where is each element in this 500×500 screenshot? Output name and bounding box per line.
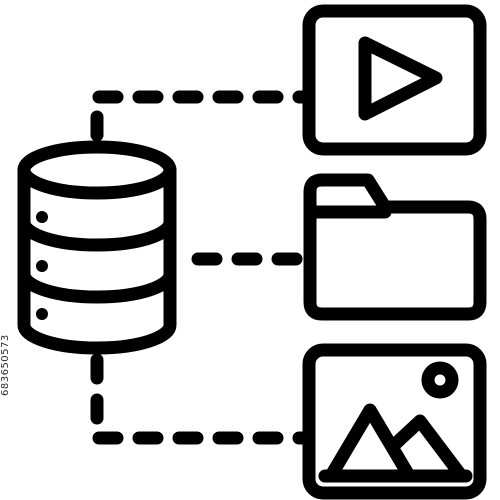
image-frame (309, 350, 480, 493)
database-outline (24, 147, 170, 348)
database-dot-1 (36, 211, 48, 223)
folder-icon (310, 180, 480, 314)
folder-shape (310, 180, 480, 314)
mountains-icon (332, 410, 460, 474)
connector-lines (97, 97, 302, 438)
database-icon (24, 147, 170, 348)
connector-bottom (97, 360, 302, 438)
video-play-icon (309, 11, 480, 149)
sun-icon (428, 368, 452, 392)
watermark-id: 683650573 (0, 334, 11, 396)
video-frame (309, 11, 480, 149)
image-icon (309, 350, 480, 493)
database-divider-2 (24, 274, 170, 297)
database-dot-2 (36, 260, 48, 272)
connector-top (97, 97, 302, 135)
play-triangle-icon (365, 43, 436, 114)
database-divider-1 (24, 222, 170, 245)
database-dot-3 (36, 308, 48, 320)
database-top-arc (24, 170, 170, 193)
